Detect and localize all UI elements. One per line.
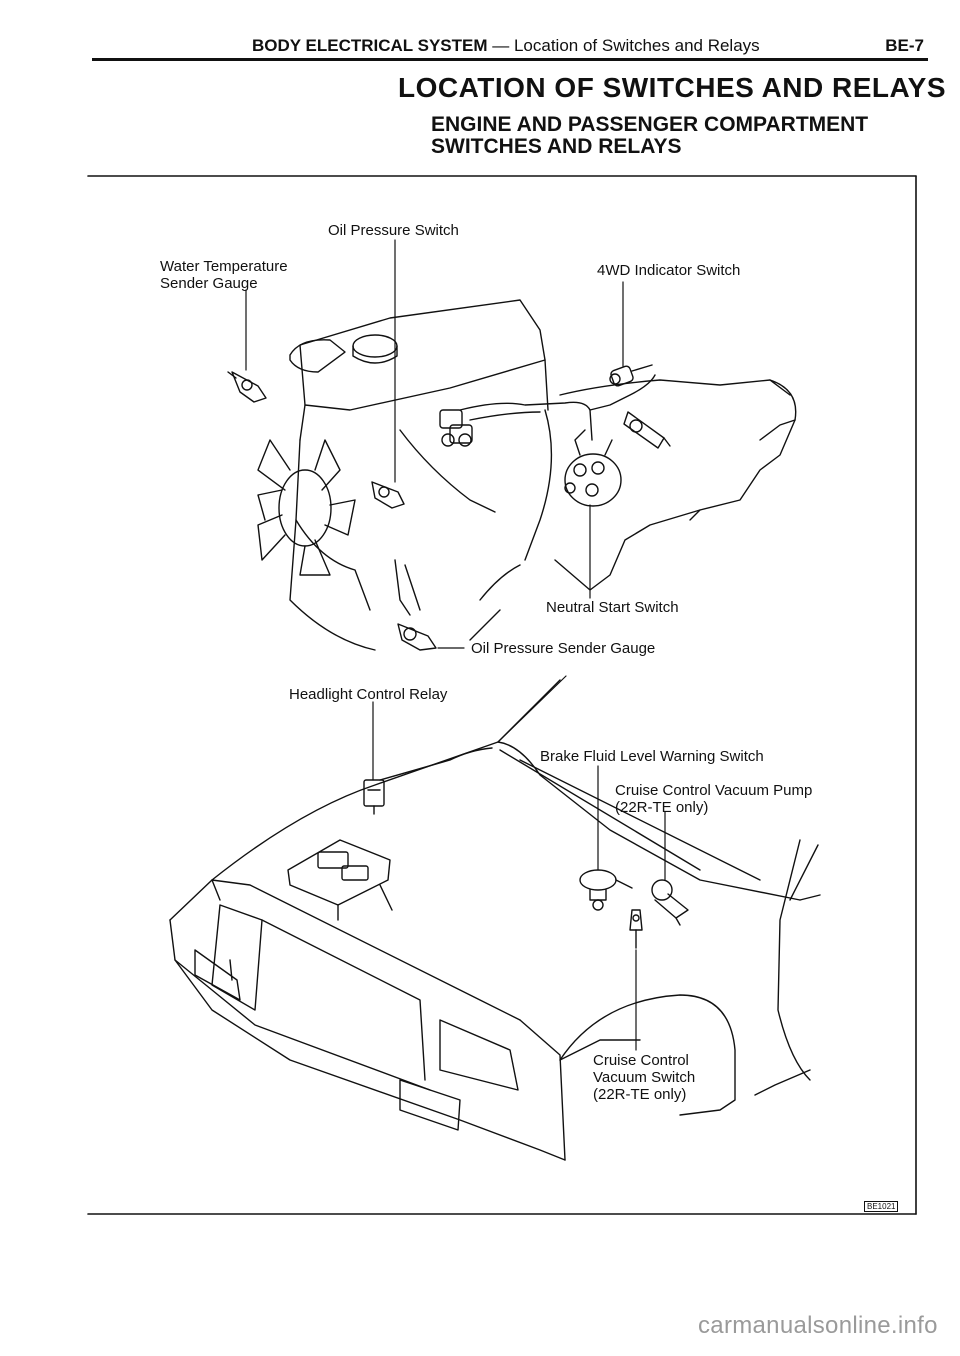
relay-bracket-icon [287,839,393,921]
label-cruise-vacuum-switch: Cruise Control Vacuum Switch (22R-TE onl… [593,1052,695,1103]
watermark: carmanualsonline.info [698,1312,938,1339]
page-header: BODY ELECTRICAL SYSTEM — Location of Swi… [92,34,928,61]
header-section: BODY ELECTRICAL SYSTEM [252,36,488,55]
page-title: LOCATION OF SWITCHES AND RELAYS [398,72,947,103]
leader-lines [245,239,666,1051]
brake-fluid-switch-icon [579,869,633,911]
label-water-temp-line2: Sender Gauge [160,275,258,292]
label-neutral-start-switch: Neutral Start Switch [546,599,679,616]
headlight-relay-icon [363,779,385,815]
engine-illustration [257,299,797,651]
diagram-frame [87,175,917,1215]
label-headlight-control-relay: Headlight Control Relay [289,686,448,703]
label-cruise-switch-line2: Vacuum Switch [593,1069,696,1086]
label-cruise-pump-line1: Cruise Control Vacuum Pump [615,782,813,799]
oil-pressure-switch-icon [371,481,405,509]
label-cruise-switch-line3: (22R-TE only) [593,1086,687,1103]
label-cruise-pump-line2: (22R-TE only) [615,799,709,816]
water-temp-sender-icon [227,371,267,403]
header-dash: — [487,36,514,55]
subtitle-line-1: ENGINE AND PASSENGER COMPARTMENT [431,113,869,136]
label-cruise-switch-line1: Cruise Control [593,1052,689,1069]
figure-id: BE1021 [864,1201,899,1212]
fwd-indicator-switch-icon [609,364,653,387]
header-title: BODY ELECTRICAL SYSTEM — Location of Swi… [252,36,760,56]
page-subtitle: ENGINE AND PASSENGER COMPARTMENT SWITCHE… [431,114,868,158]
page-number: BE-7 [885,36,924,55]
vehicle-illustration [169,679,821,1161]
label-oil-pressure-sender: Oil Pressure Sender Gauge [471,640,656,657]
label-oil-pressure-switch: Oil Pressure Switch [328,222,459,239]
label-water-temp-line1: Water Temperature [160,258,288,275]
neutral-start-connector-icon [623,411,671,449]
subtitle-line-2: SWITCHES AND RELAYS [431,135,682,158]
label-water-temp-sender: Water Temperature Sender Gauge [160,258,288,292]
oil-pressure-sender-icon [397,623,437,651]
cruise-vacuum-switch-icon [629,909,643,949]
label-cruise-vacuum-pump: Cruise Control Vacuum Pump (22R-TE only) [615,782,812,816]
cruise-pump-icon [651,879,689,926]
header-subsection: Location of Switches and Relays [513,36,760,55]
label-brake-fluid-switch: Brake Fluid Level Warning Switch [540,748,764,765]
label-4wd-indicator-switch: 4WD Indicator Switch [597,262,741,279]
